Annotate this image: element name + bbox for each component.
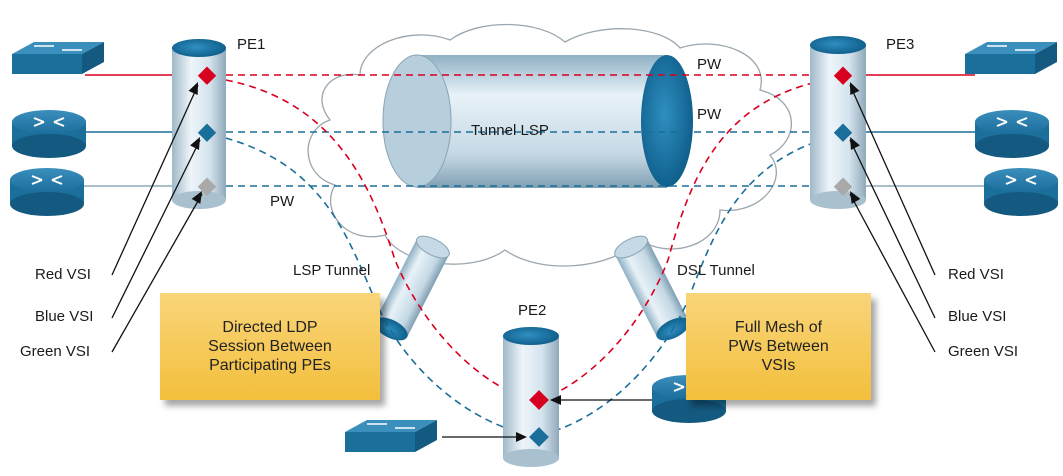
full-mesh-note: Full Mesh of PWs Between VSIs xyxy=(686,293,871,400)
lsp-tunnel-label: LSP Tunnel xyxy=(293,262,371,279)
right-blue-vsi-label: Blue VSI xyxy=(948,308,1007,325)
pe3-red-vsi xyxy=(833,66,853,85)
pe3-blue-vsi xyxy=(833,123,853,142)
dsl-tunnel-label: DSL Tunnel xyxy=(677,262,755,279)
left-green-vsi-label: Green VSI xyxy=(20,343,91,360)
switch-icon xyxy=(12,42,104,74)
lsp-tunnel-pipe xyxy=(374,235,450,341)
router-icon xyxy=(984,168,1058,216)
arrowheads xyxy=(188,82,861,442)
router-icon xyxy=(975,110,1049,158)
router-icon xyxy=(10,168,84,216)
pe1-green-vsi xyxy=(197,177,217,196)
pw-label: PW xyxy=(697,56,722,73)
vsi-arrows xyxy=(111,84,936,438)
left-blue-vsi-label: Blue VSI xyxy=(35,308,94,325)
pw-label: PW xyxy=(270,193,295,210)
tunnel-lsp-pipe xyxy=(382,54,693,188)
left-red-vsi-label: Red VSI xyxy=(35,266,91,283)
pe2-cylinder xyxy=(503,327,559,467)
vsi-markers xyxy=(197,66,853,447)
tunnel-lsp-label: Tunnel LSP xyxy=(471,122,549,139)
pe1-label: PE1 xyxy=(237,36,266,53)
pe3-green-vsi xyxy=(833,177,853,196)
router-icon xyxy=(12,110,86,158)
switch-icon xyxy=(345,420,437,452)
pw-red-pe3-pe2 xyxy=(539,77,839,401)
pe3-label: PE3 xyxy=(886,36,915,53)
pe2-red-vsi xyxy=(529,390,549,410)
right-green-vsi-label: Green VSI xyxy=(948,343,1019,360)
pe1-blue-vsi xyxy=(197,123,217,142)
pe2-label: PE2 xyxy=(518,302,547,319)
pe2-blue-vsi xyxy=(529,427,549,447)
directed-ldp-note: Directed LDP Session Between Participati… xyxy=(160,293,380,400)
switch-icon xyxy=(965,42,1057,74)
pw-red-pe1-pe2 xyxy=(213,77,531,401)
right-red-vsi-label: Red VSI xyxy=(948,266,1004,283)
pe3-cylinder xyxy=(810,36,866,209)
pw-label: PW xyxy=(697,106,722,123)
pe1-red-vsi xyxy=(197,66,217,85)
